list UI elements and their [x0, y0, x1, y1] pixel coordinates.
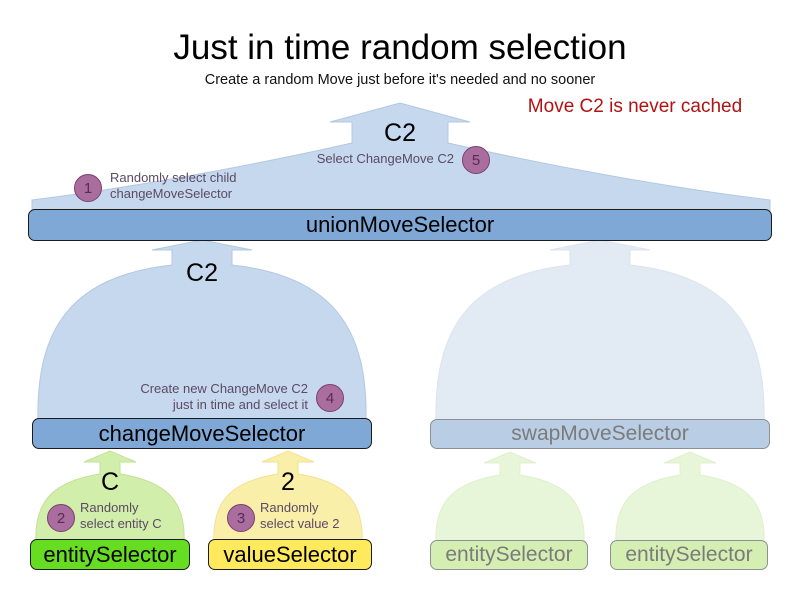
step-annotation-3-line1: Randomly [260, 500, 319, 515]
node-entity-selector-main[interactable]: entitySelector [30, 539, 190, 570]
step-badge-5: 5 [462, 146, 490, 174]
arrow-union-out [31, 102, 771, 213]
never-cached-note: Move C2 is never cached [527, 96, 743, 117]
step-badge-4: 4 [316, 384, 344, 412]
page-title: Just in time random selection [173, 28, 627, 67]
step-annotation-3-line2: select value 2 [260, 516, 340, 531]
step-annotation-2-line2: select entity C [80, 516, 162, 531]
step-badge-3: 3 [227, 504, 255, 532]
step-annotation-2-line1: Randomly [80, 500, 139, 515]
node-swap-move-selector[interactable]: swapMoveSelector [430, 419, 770, 449]
arrow-swap-out [435, 239, 765, 423]
flow-label-union-out: C2 [384, 119, 416, 147]
node-entity-selector-faded-1[interactable]: entitySelector [430, 540, 588, 570]
page-subtitle: Create a random Move just before it's ne… [204, 72, 596, 88]
flow-label-change-out: C2 [186, 259, 218, 287]
step-annotation-4-line1: Create new ChangeMove C2 [140, 381, 308, 396]
node-change-move-selector[interactable]: changeMoveSelector [32, 418, 372, 449]
arrow-entity-faded-2-out [615, 451, 765, 544]
node-union-move-selector[interactable]: unionMoveSelector [28, 209, 772, 241]
node-entity-selector-faded-2[interactable]: entitySelector [610, 540, 768, 570]
flow-label-entity-out: C [100, 468, 120, 496]
step-badge-1: 1 [74, 174, 102, 202]
arrow-entity-faded-1-out [435, 451, 585, 544]
arrow-change-out [37, 239, 367, 422]
step-annotation-5-line1: Select ChangeMove C2 [316, 151, 454, 166]
step-annotation-1-line1: Randomly select child [110, 170, 237, 185]
step-badge-2: 2 [47, 504, 75, 532]
flow-label-value-out: 2 [281, 468, 295, 496]
step-annotation-4-line2: just in time and select it [172, 397, 308, 412]
node-value-selector-main[interactable]: valueSelector [208, 539, 372, 570]
step-annotation-1-line2: changeMoveSelector [110, 186, 233, 201]
